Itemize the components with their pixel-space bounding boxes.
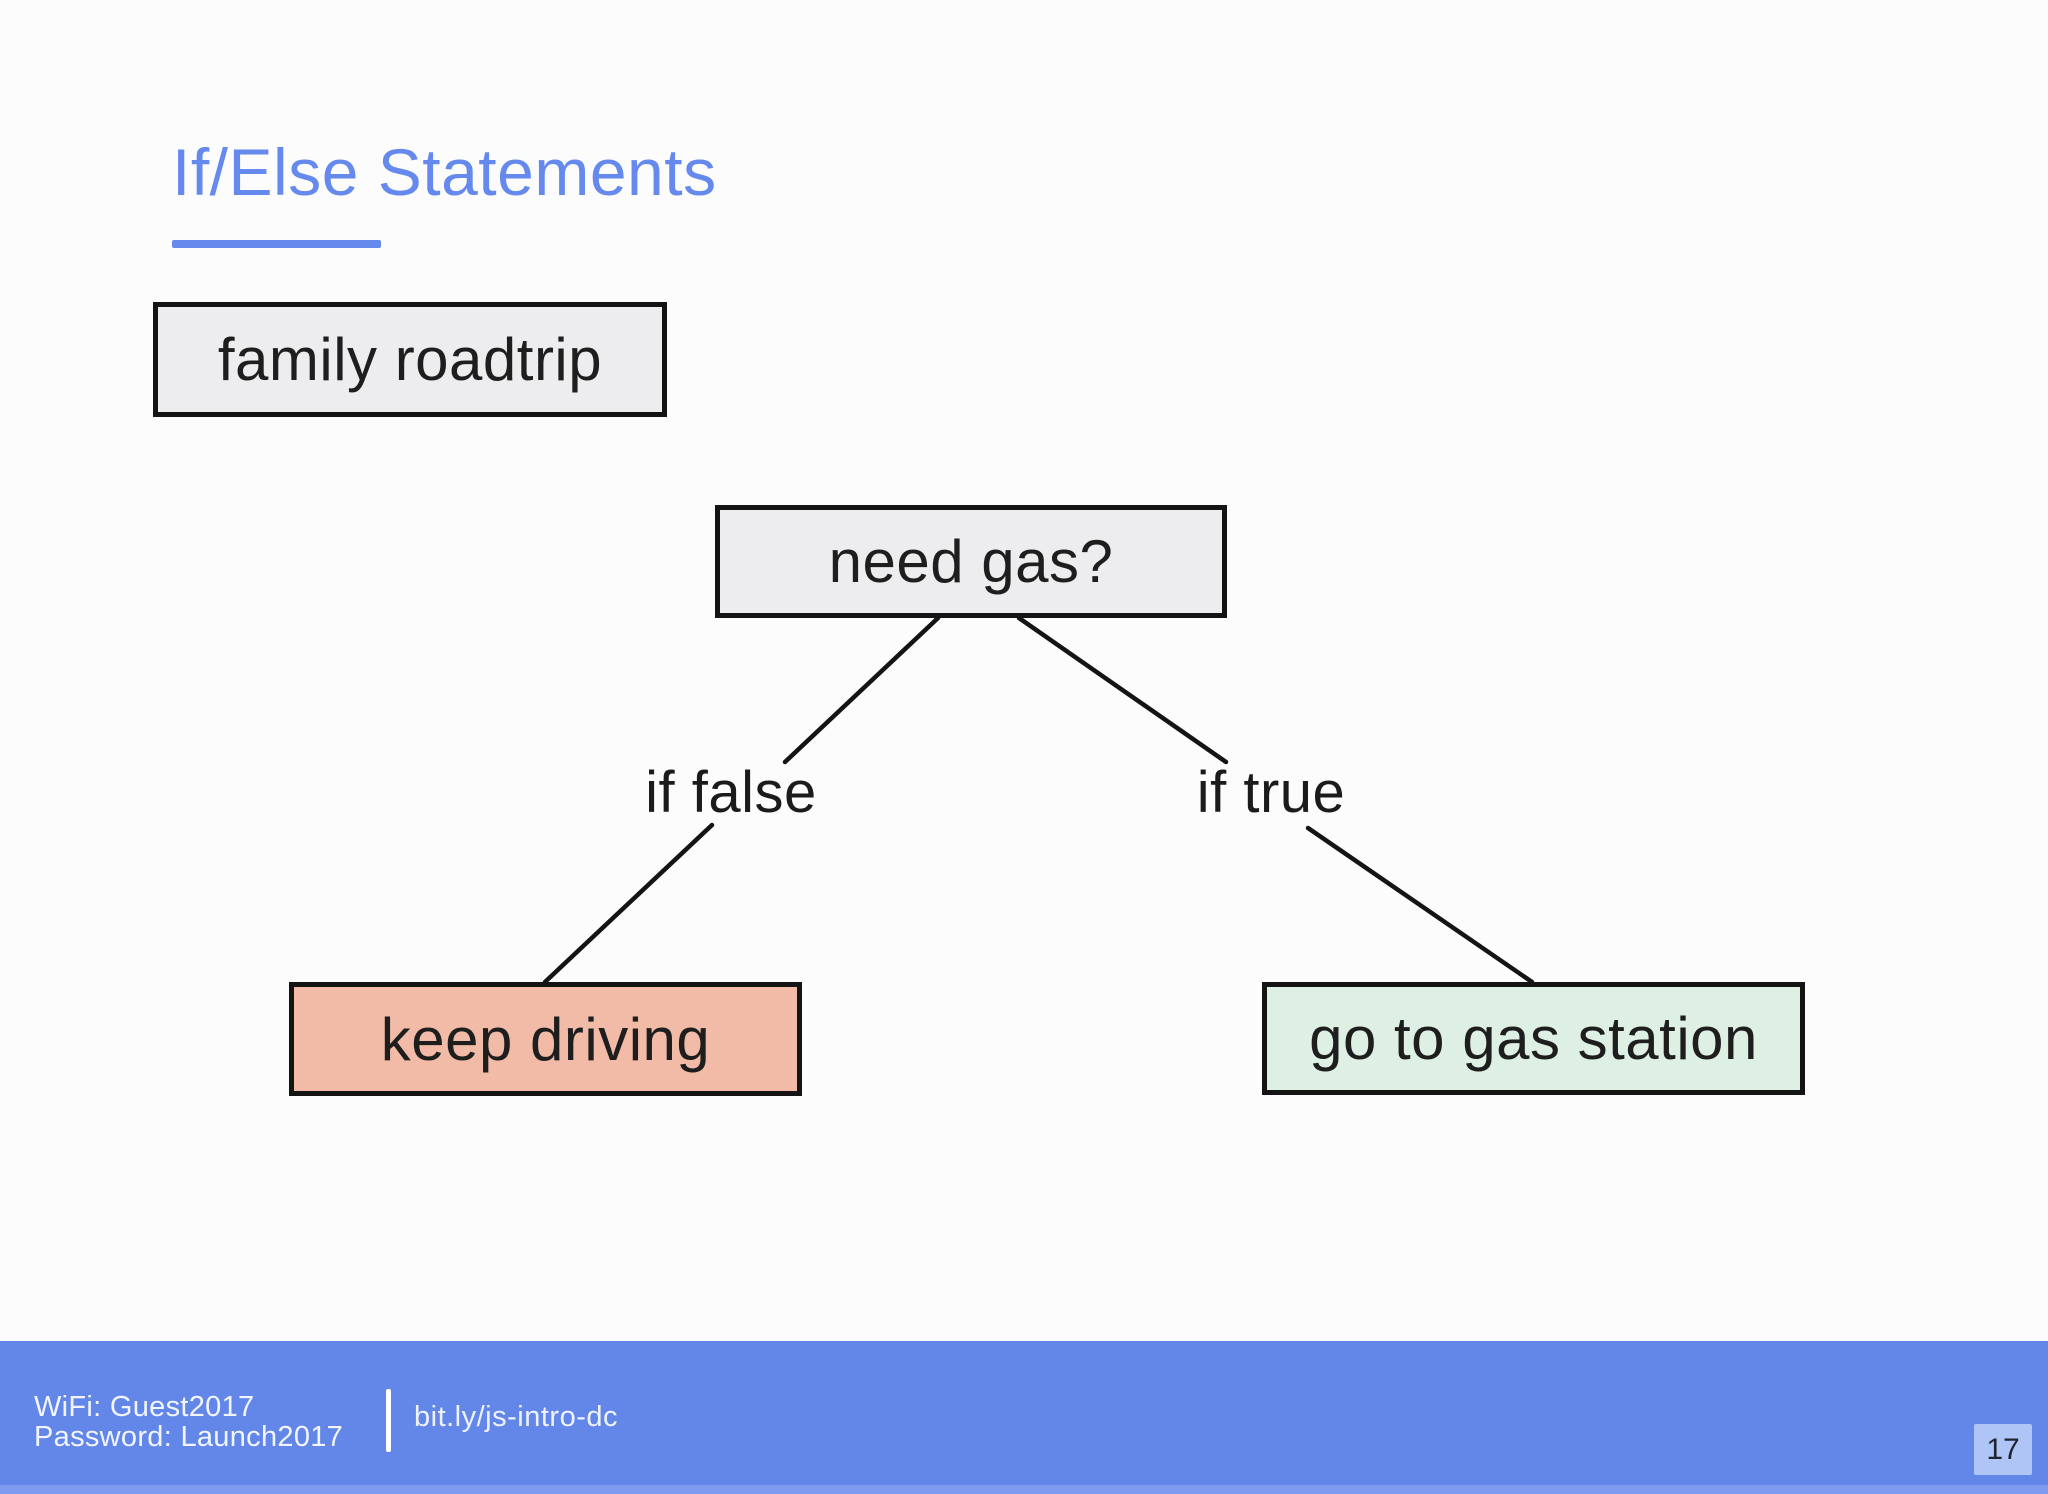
footer-link-text: bit.ly/js-intro-dc	[414, 1401, 618, 1433]
wifi-network-text: WiFi: Guest2017	[34, 1391, 255, 1423]
footer-bottom-edge-strip	[0, 1485, 2048, 1494]
page-number-badge: 17	[1974, 1424, 2032, 1475]
edge-label-if-false: if false	[645, 760, 817, 825]
edge-label-if-true: if true	[1196, 760, 1346, 825]
footer-bar	[0, 1341, 2048, 1485]
footer-divider	[386, 1389, 391, 1452]
slide-title: If/Else Statements	[172, 135, 717, 209]
flowchart-node-label: family roadtrip	[217, 326, 603, 393]
page-number-text: 17	[1986, 1432, 2020, 1466]
flowchart-node-go-to-gas-station: go to gas station	[1262, 982, 1805, 1095]
footer-wifi-info: WiFi: Guest2017 Password: Launch2017	[34, 1392, 343, 1452]
flowchart-node-label: keep driving	[380, 1005, 711, 1073]
title-underline-decoration	[172, 240, 381, 248]
flowchart-node-family-roadtrip: family roadtrip	[153, 302, 667, 417]
flowchart-node-keep-driving: keep driving	[289, 982, 802, 1096]
flowchart-node-label: go to gas station	[1309, 1005, 1758, 1072]
flowchart-node-label: need gas?	[828, 528, 1114, 595]
wifi-password-text: Password: Launch2017	[34, 1421, 344, 1453]
flowchart-node-need-gas: need gas?	[715, 505, 1227, 618]
